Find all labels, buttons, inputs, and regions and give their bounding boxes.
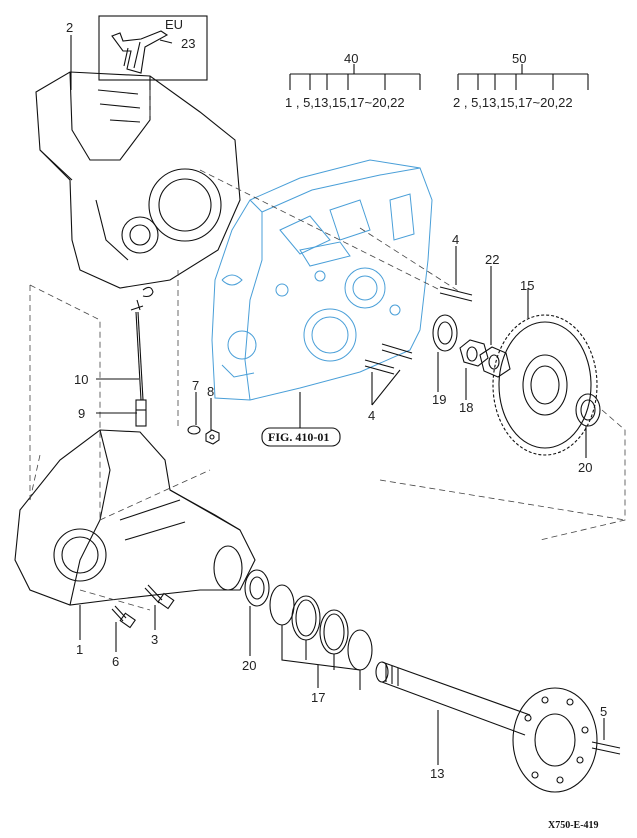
reference-housing [211, 159, 433, 401]
callout-4-lower: 4 [368, 408, 375, 423]
leader-lines [70, 35, 605, 765]
callout-17: 17 [311, 690, 325, 705]
nut-part-8 [205, 429, 220, 445]
callout-7: 7 [192, 378, 199, 393]
bearing-part-19 [432, 314, 458, 352]
washer-part-7 [187, 425, 201, 435]
gear-part-15 [492, 314, 598, 456]
shim-part-22 [479, 346, 511, 378]
eu-label: EU [165, 17, 183, 32]
shim-ring-part-17-b [291, 595, 321, 641]
callout-19: 19 [432, 392, 446, 407]
snap-ring-part-17-d [347, 629, 373, 671]
group-50-id: 50 [512, 51, 526, 66]
callout-2: 2 [66, 20, 73, 35]
callout-10: 10 [74, 372, 88, 387]
snap-ring-part-17-a [269, 584, 295, 626]
callout-5: 5 [600, 704, 607, 719]
plug-part-9 [135, 399, 147, 427]
group-bracket-40 [289, 64, 421, 90]
upper-housing-part-2 [35, 71, 241, 289]
shim-ring-part-17-c [319, 609, 349, 655]
spacer-part-18 [459, 339, 489, 367]
stud-part-4-lower [364, 343, 413, 375]
wheel-stud-part-5 [591, 741, 621, 755]
callout-3: 3 [151, 632, 158, 647]
group-50-members: 2 , 5,13,15,17~20,22 [453, 95, 573, 110]
bracket-part-23 [111, 30, 169, 74]
bolt-part-3 [144, 584, 175, 610]
group-40-members: 1 , 5,13,15,17~20,22 [285, 95, 405, 110]
drawing-code: X750-E-419 [548, 820, 599, 831]
bolt-part-6 [111, 605, 136, 629]
bearing-part-20-lower [244, 569, 270, 607]
callout-1: 1 [76, 642, 83, 657]
group-40-id: 40 [344, 51, 358, 66]
callout-4-upper: 4 [452, 232, 459, 247]
assembly-guides [29, 90, 626, 611]
callout-9: 9 [78, 406, 85, 421]
callout-22: 22 [485, 252, 499, 267]
callout-6: 6 [112, 654, 119, 669]
callout-13: 13 [430, 766, 444, 781]
seal-part-20-right [575, 393, 601, 427]
lower-housing-part-1 [14, 429, 256, 606]
callout-8: 8 [207, 384, 214, 399]
callout-15: 15 [520, 278, 534, 293]
fig-reference: FIG. 410-01 [268, 430, 329, 444]
dipstick-part-10 [130, 286, 154, 401]
group-bracket-50 [457, 64, 589, 90]
axle-shaft-part-13 [375, 661, 598, 793]
callouts: 2 23 4 22 15 10 9 7 8 19 18 4 20 1 6 3 2… [66, 20, 607, 781]
callout-20-lower: 20 [242, 658, 256, 673]
callout-20-right: 20 [578, 460, 592, 475]
stud-part-4-upper [439, 286, 473, 302]
callout-23: 23 [181, 36, 195, 51]
eu-inset: EU [98, 15, 208, 81]
callout-18: 18 [459, 400, 473, 415]
